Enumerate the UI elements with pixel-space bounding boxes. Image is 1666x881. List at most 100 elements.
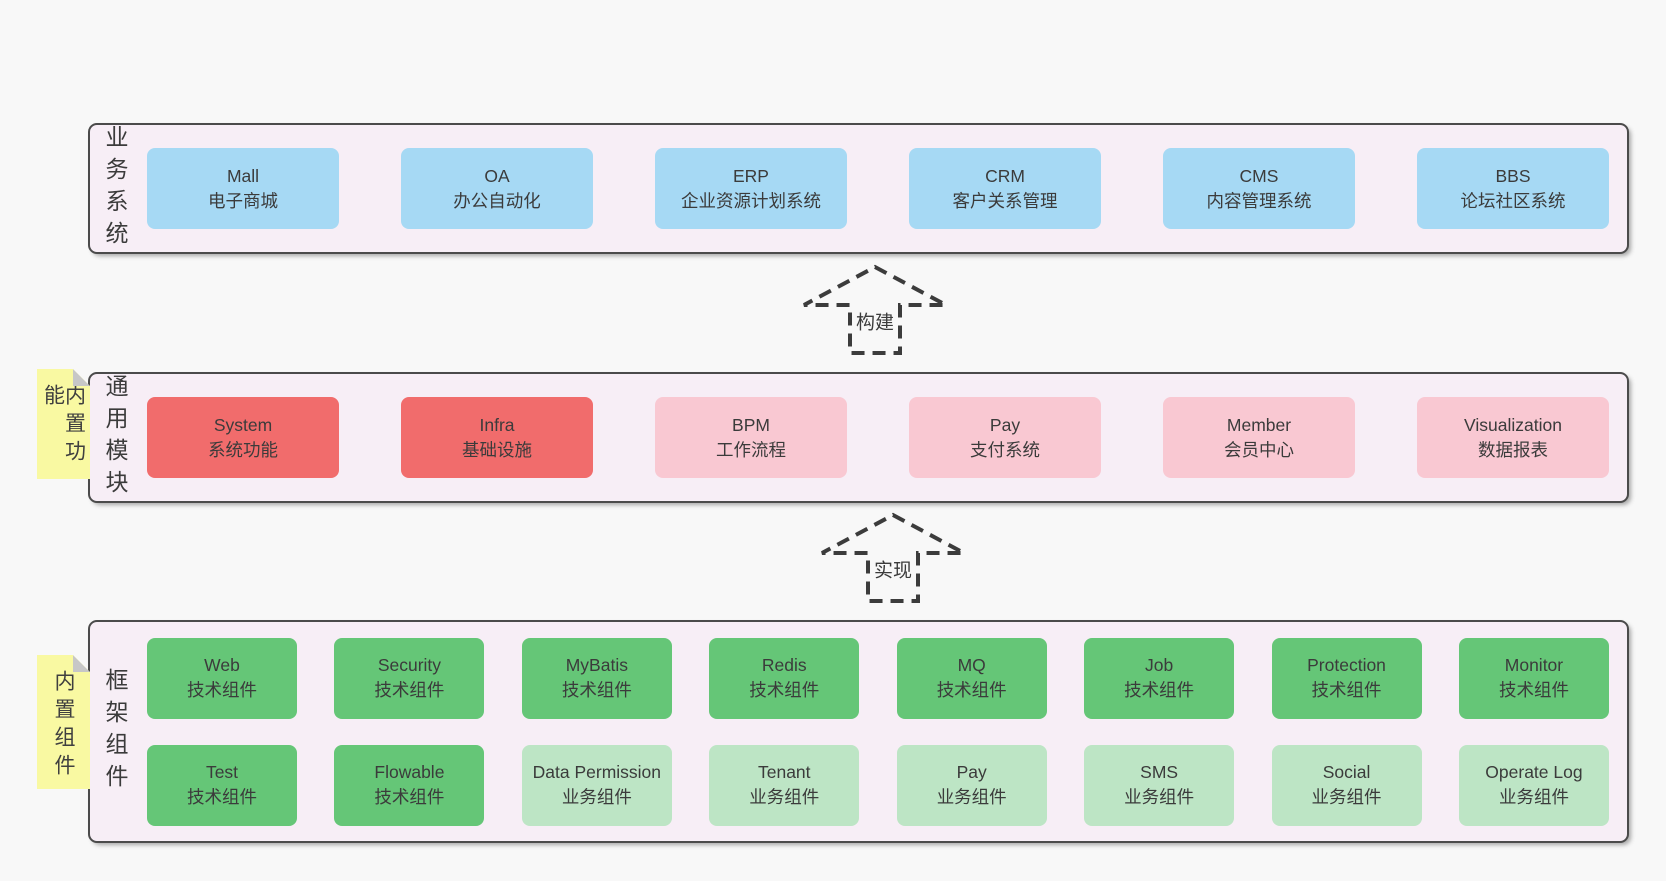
component-subtitle: 办公自动化 [453,190,541,211]
component-subtitle: 基础设施 [462,439,532,460]
common-modules-container: 通用模块 System 系统功能 Infra 基础设施 BPM 工作流程 Pay 支付系统 Me… [88,372,1629,503]
modules-box-visualization: Visualization 数据报表 [1417,397,1609,478]
component-name: Pay [956,762,987,783]
business-systems-side-label: 业务系统 [102,124,128,253]
component-subtitle: 论坛社区系统 [1460,190,1566,211]
common-modules-side-label: 通用模块 [102,373,128,502]
modules-box-member: Member 会员中心 [1163,397,1355,478]
framework-box-data-permission: Data Permission 业务组件 [521,744,672,826]
component-subtitle: 技术组件 [187,787,257,807]
component-name: Infra [479,414,515,435]
modules-box-pay: Pay 支付系统 [909,397,1101,478]
component-subtitle: 业务组件 [561,787,632,807]
component-name: MQ [957,655,986,676]
component-subtitle: 电子商城 [208,190,278,211]
component-subtitle: 技术组件 [374,680,445,700]
business-box-bbs: BBS 论坛社区系统 [1417,148,1609,229]
component-name: Security [377,655,442,676]
build-arrow-shape [803,264,947,355]
framework-box-operate-log: Operate Log 业务组件 [1458,744,1609,826]
component-name: Data Permission [532,762,662,783]
component-subtitle: 技术组件 [1124,680,1195,700]
component-name: OA [484,165,510,186]
component-name: System [213,414,273,435]
component-name: Test [205,762,239,783]
framework-box-monitor: Monitor 技术组件 [1458,637,1609,719]
component-name: Pay [989,414,1021,435]
component-subtitle: 业务组件 [1124,787,1195,807]
component-subtitle: 系统功能 [208,439,278,460]
component-subtitle: 会员中心 [1224,439,1294,460]
component-name: Tenant [757,762,811,783]
component-subtitle: 支付系统 [970,439,1040,460]
framework-components-container: 框架组件 Web 技术组件 Security 技术组件 MyBatis 技术组件 Redis… [88,620,1629,843]
component-subtitle: 业务组件 [1498,787,1569,807]
framework-box-social: Social 业务组件 [1271,744,1422,826]
component-name: Monitor [1504,655,1564,676]
framework-box-mq: MQ 技术组件 [896,637,1047,719]
component-name: Web [204,655,240,676]
component-name: ERP [733,165,769,186]
framework-box-mybatis: MyBatis 技术组件 [521,637,672,719]
builtin-features-note-text: 内置功能 [41,384,86,468]
component-subtitle: 企业资源计划系统 [681,190,821,211]
framework-components-side-label: 框架组件 [102,667,128,796]
component-name: BBS [1495,165,1531,186]
build-arrow-label: 构建 [852,307,898,335]
framework-box-test: Test 技术组件 [147,744,297,826]
component-name: CMS [1239,165,1279,186]
component-name: Redis [761,655,807,676]
component-name: MyBatis [565,655,628,676]
component-subtitle: 技术组件 [1498,680,1569,700]
business-box-cms: CMS 内容管理系统 [1163,148,1355,229]
component-subtitle: 技术组件 [936,680,1007,700]
component-subtitle: 数据报表 [1478,439,1548,460]
component-subtitle: 业务组件 [1311,787,1382,807]
component-name: Social [1322,762,1371,783]
component-subtitle: 业务组件 [936,787,1007,807]
component-subtitle: 技术组件 [561,680,632,700]
modules-box-system: System 系统功能 [147,397,339,478]
modules-box-infra: Infra 基础设施 [401,397,593,478]
component-subtitle: 内容管理系统 [1206,190,1312,211]
build-arrow: 构建 [800,264,950,356]
business-box-oa: OA 办公自动化 [401,148,593,229]
framework-box-security: Security 技术组件 [334,637,485,719]
builtin-components-note-text: 内置组件 [52,670,75,782]
common-modules-boxes: System 系统功能 Infra 基础设施 BPM 工作流程 Pay 支付系统 Member 会… [147,374,1609,501]
component-name: SMS [1140,762,1179,783]
framework-box-pay: Pay 业务组件 [896,744,1047,826]
component-subtitle: 工作流程 [716,439,786,460]
builtin-components-sticky-note: 内置组件 [37,655,90,789]
modules-box-bpm: BPM 工作流程 [655,397,847,478]
component-name: BPM [732,414,770,435]
component-name: Job [1145,655,1174,676]
component-subtitle: 客户关系管理 [952,190,1058,211]
framework-box-web: Web 技术组件 [147,637,297,719]
framework-box-sms: SMS 业务组件 [1084,744,1235,826]
component-name: Member [1226,414,1292,435]
modules-row-1: System 系统功能 Infra 基础设施 BPM 工作流程 Pay 支付系统 Member 会… [147,397,1609,478]
component-subtitle: 技术组件 [749,680,820,700]
component-subtitle: 技术组件 [187,680,257,700]
component-name: Flowable [374,762,445,783]
business-box-erp: ERP 企业资源计划系统 [655,148,847,229]
builtin-features-sticky-note: 内置功能 [37,369,90,479]
implement-arrow-label: 实现 [870,555,916,583]
component-name: Operate Log [1485,762,1583,783]
component-name: Protection [1307,655,1386,676]
implement-arrow: 实现 [818,512,968,604]
implement-arrow-shape [821,512,965,603]
component-name: Visualization [1464,414,1562,435]
